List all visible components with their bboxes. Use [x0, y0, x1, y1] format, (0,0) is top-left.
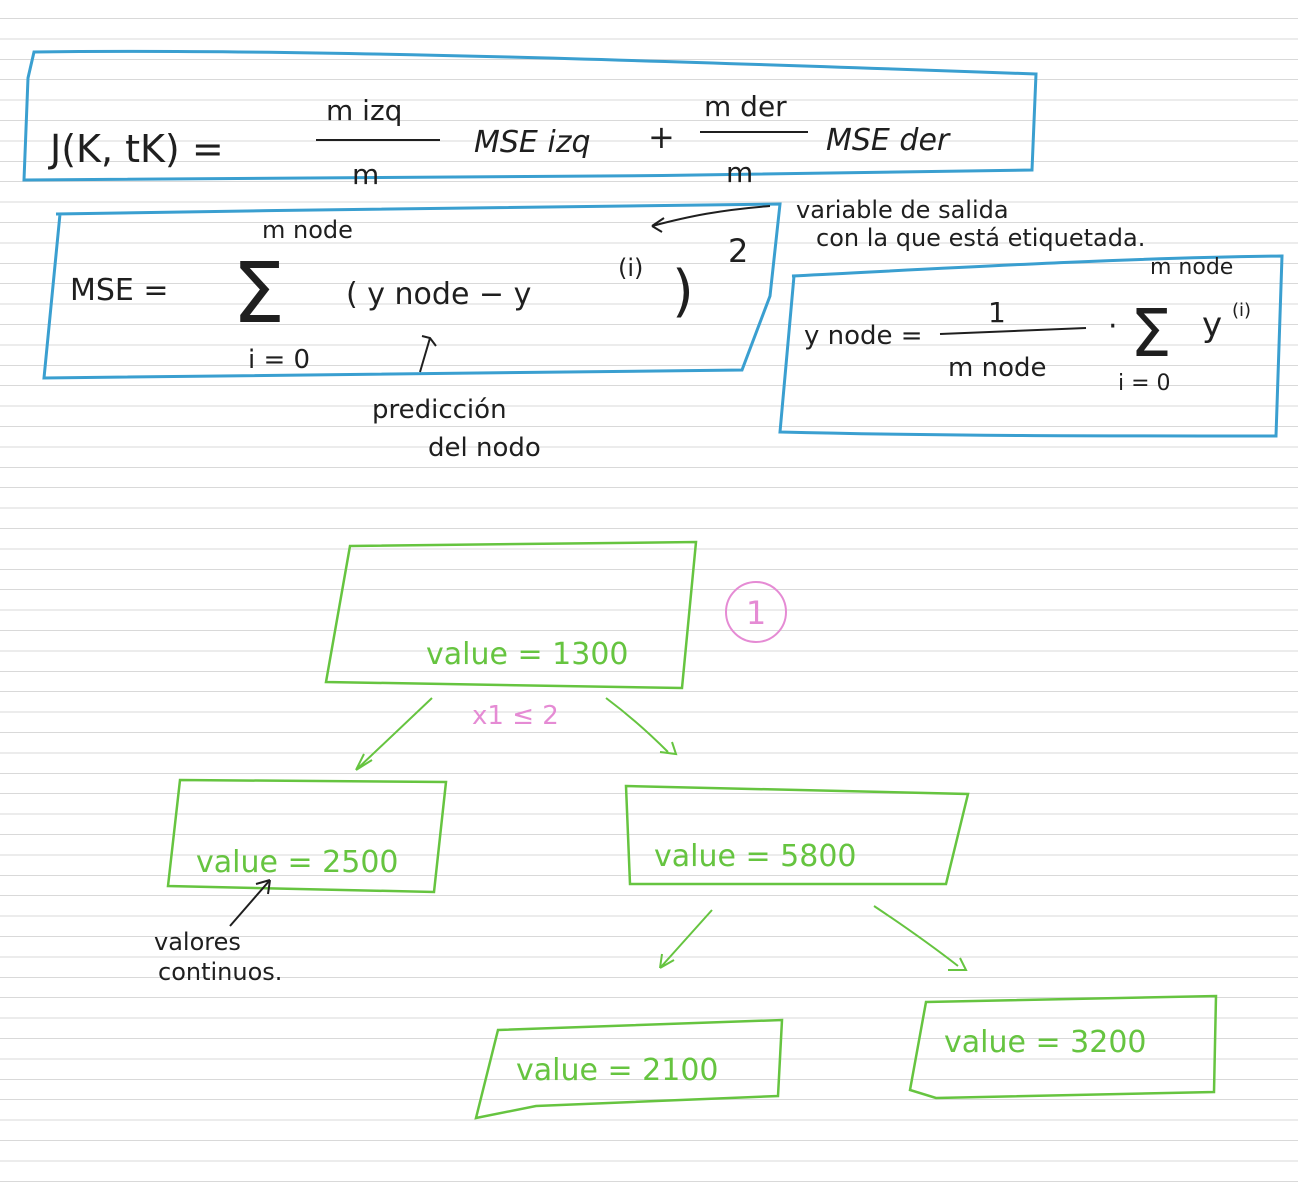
right-right-node-box	[908, 994, 1218, 1100]
prediction-note-line1: predicción	[372, 395, 507, 425]
leaf-note-line1: valores	[154, 928, 241, 956]
target-arrow	[651, 205, 771, 233]
ynode-term: y	[1202, 305, 1222, 345]
prediction-note-line2: del nodo	[428, 433, 541, 463]
right-left-node-box	[474, 1018, 784, 1120]
mse-sum-lower-limit: i = 0	[248, 345, 310, 375]
edge-root-right	[605, 697, 678, 756]
edge-right-right	[873, 905, 968, 971]
regression-tree: value = 1300 1 x1 ≤ 2 value = 2500 valor…	[154, 540, 1218, 1120]
leaf-note-line2: continuos.	[158, 958, 282, 986]
prediction-arrow	[419, 335, 437, 373]
ynode-frac-numerator: 1	[988, 296, 1006, 329]
root-node-box	[324, 540, 698, 690]
mse-formula-box: MSE = m node Σ i = 0 ( y node − y (i) ) …	[42, 202, 782, 380]
cost-term1: MSE izq	[474, 125, 591, 160]
ynode-formula-box: y node = 1 m node · m node Σ i = 0 y (i)	[778, 254, 1284, 438]
target-note-line1: variable de salida	[796, 196, 1009, 224]
cost-term2: MSE der	[826, 123, 951, 158]
right-left-node-value: value = 2100	[516, 1053, 719, 1088]
ynode-sum-lower-limit: i = 0	[1118, 371, 1171, 396]
ynode-formula-border	[778, 254, 1284, 438]
ynode-sum-symbol: Σ	[1130, 295, 1172, 372]
right-node-box	[624, 784, 970, 886]
mse-body: ( y node − y	[346, 277, 531, 312]
edge-root-left	[355, 697, 433, 771]
cost-frac2-denominator: m	[726, 156, 753, 189]
cost-lhs: J(K, tK) =	[48, 127, 224, 171]
cost-formula-border	[22, 49, 1038, 182]
ynode-sum-upper-limit: m node	[1150, 255, 1233, 280]
mse-exponent: 2	[728, 232, 748, 270]
mse-superscript: (i)	[618, 254, 643, 282]
mse-lhs: MSE =	[70, 273, 169, 308]
right-right-node-value: value = 3200	[944, 1025, 1147, 1060]
right-node-value: value = 5800	[654, 839, 857, 874]
mse-close-paren: )	[672, 259, 694, 324]
split-condition: x1 ≤ 2	[472, 701, 559, 731]
leaf-note-arrow	[229, 879, 271, 927]
target-note-line2: con la que está etiquetada.	[816, 224, 1145, 252]
root-node-value: value = 1300	[426, 637, 629, 672]
cost-frac1-numerator: m izq	[326, 94, 402, 127]
left-node-value: value = 2500	[196, 845, 399, 880]
cost-formula-box: J(K, tK) = m izq m MSE izq + m der m MSE…	[22, 49, 1038, 191]
ynode-frac-denominator: m node	[948, 353, 1046, 383]
ynode-frac-bar	[939, 327, 1087, 335]
edge-right-left	[659, 909, 713, 969]
mse-sum-upper-limit: m node	[262, 216, 353, 244]
ynode-dot: ·	[1108, 309, 1118, 344]
step-marker-number: 1	[746, 594, 766, 632]
mse-sum-symbol: Σ	[232, 244, 285, 342]
mse-formula-border	[42, 202, 782, 380]
cost-frac2-numerator: m der	[704, 90, 787, 123]
ynode-lhs: y node =	[804, 321, 923, 351]
cost-frac1-denominator: m	[352, 158, 379, 191]
cost-plus: +	[648, 118, 675, 156]
ynode-superscript: (i)	[1232, 300, 1251, 321]
left-node-box	[166, 778, 448, 894]
step-marker-circle	[725, 581, 787, 643]
